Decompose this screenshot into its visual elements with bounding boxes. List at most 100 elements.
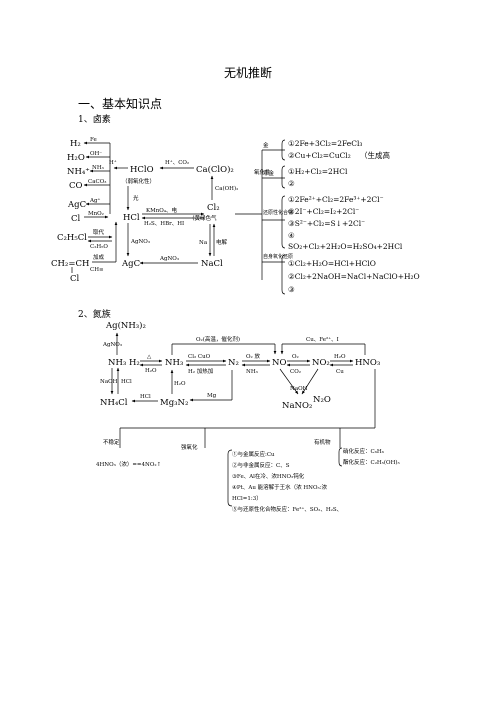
page-title: 无机推断: [223, 66, 272, 80]
ox-6: ⑤与还原性化合物反应：Fe²⁺、SO₂、H₂S、: [232, 505, 342, 513]
node-cl: Cl: [71, 214, 81, 224]
node-hclo: HClO: [130, 165, 154, 175]
node-ch2ch: CH₂=CH: [51, 259, 89, 269]
label-h2o-b: H₂O: [174, 381, 186, 387]
label-caoh2: Ca(OH)₂: [215, 185, 238, 192]
label-h2o-c: H₂O: [334, 354, 346, 360]
label-h2s: H₂S、HBr、HI: [144, 221, 184, 227]
reaction-10: ①Cl₂+H₂O=HCl+HClO: [288, 259, 376, 268]
label-caco3: CaCO₃: [88, 179, 106, 185]
label-h2-heat: H₂ 加热加: [188, 367, 213, 375]
label-addition: 加成: [93, 253, 105, 261]
label-hcl-b: HCl: [140, 394, 151, 400]
reaction-5: ①2Fe²⁺+Cl₂=2Fe³⁺+2Cl⁻: [288, 195, 384, 204]
label-mg: Mg: [207, 393, 217, 399]
node-cacio2: Ca(ClO)₂: [196, 164, 234, 175]
node-co: CO: [69, 181, 83, 191]
decomposition: 4HNO₃（浓）==4NO₂↑: [96, 460, 161, 468]
label-hcl-a: HCl: [121, 379, 132, 385]
label-cu-fe: Cu、Fe²⁺、I: [306, 336, 339, 343]
label-reducing: 还原性化合物: [263, 209, 293, 216]
label-o2-top: O₂(高温，催化剂): [196, 335, 240, 343]
label-h-co2: H⁺、CO₂: [165, 160, 189, 166]
label-instability: 不稳定: [103, 438, 120, 446]
label-o2: O₂: [292, 354, 299, 360]
reaction-7: ③S²⁻+Cl₂=S↓+2Cl⁻: [288, 219, 365, 228]
node-nh4cl: NH₄Cl: [100, 398, 128, 408]
label-agno3: AgNO₃: [102, 342, 122, 348]
ox-4: ④Pt、Au 能溶解于王水（浓 HNO₃:浓: [232, 483, 328, 491]
node-h2: H₂: [70, 139, 81, 149]
label-c2h5o: C₂H₅O: [90, 244, 108, 250]
reaction-3: ①H₂+Cl₂=2HCl: [288, 167, 348, 176]
label-oxidizing: 氧化性: [254, 168, 271, 176]
node-hno3: HNO₃: [355, 358, 380, 368]
node-nh3-h2: NH₃ H₂: [108, 358, 140, 368]
label-nh3-s: NH₃: [246, 369, 258, 375]
label-fe: Fe: [90, 137, 97, 143]
label-mno2: MnO₂: [88, 211, 104, 217]
node-cl-sub: Cl: [70, 274, 80, 284]
label-self-redox: 自身氧化还原: [263, 253, 293, 260]
ox-3: ③Fe、Al在冷、浓HNO₃钝化: [232, 472, 305, 480]
label-na: Na: [199, 240, 208, 246]
node-mg3n2: Mg₃N₂: [160, 398, 188, 408]
ox-1: ①与金属反应:Cu: [232, 450, 275, 458]
label-h2o-a: H₂O: [145, 368, 157, 374]
label-ag: Ag⁺: [89, 198, 100, 204]
node-h2o: H₂O: [67, 153, 85, 163]
reaction-9: SO₂+Cl₂+2H₂O=H₂SO₄+2HCl: [288, 242, 403, 251]
node-hcl: HCl: [123, 213, 140, 223]
reaction-2-note: （生成高: [360, 150, 390, 160]
label-hplus: H⁺: [109, 160, 117, 166]
label-naoh-b: NaOH: [290, 386, 308, 392]
label-nonmetal: 非金: [263, 169, 275, 177]
label-kmno4: KMnO₄、电: [146, 206, 177, 214]
reaction-8: ④: [288, 231, 295, 240]
reaction-12: ③: [288, 285, 295, 294]
ox-5: HCl=1:3）: [232, 495, 262, 502]
reaction-1: ①2Fe+3Cl₂=2FeCl₃: [288, 139, 362, 148]
label-naoh: NaOH: [100, 379, 118, 385]
subsection-nitrogen: 2、氮族: [78, 310, 111, 320]
label-light: 光: [133, 194, 139, 202]
node-nh3: NH₃: [165, 358, 183, 368]
node-no2: NO₂: [312, 358, 330, 368]
reaction-11: ②Cl₂+2NaOH=NaCl+NaClO+H₂O: [288, 272, 420, 281]
node-ag-nh3: Ag(NH₃)₂: [105, 320, 146, 331]
label-co2: CO₂: [290, 369, 301, 375]
section-heading: 一、基本知识点: [78, 97, 163, 111]
label-cu: Cu: [336, 369, 344, 375]
ox-2: ②与非金属反应：C、S: [232, 461, 290, 469]
subsection-halogen: 1、卤素: [78, 115, 111, 125]
node-nh4: NH₄⁺: [67, 167, 90, 177]
label-agno3-a: AgNO₃: [130, 239, 150, 245]
label-electrolysis: 电解: [216, 238, 228, 246]
label-metal: 金: [263, 141, 269, 149]
node-nano2: NaNO₂: [282, 401, 312, 411]
label-substitution: 取代: [93, 228, 105, 236]
node-agc: AgC: [67, 200, 86, 210]
node-n2o: N₂O: [313, 395, 331, 405]
label-nh3: NH₃: [92, 165, 104, 171]
label-oh: OH⁻: [90, 151, 102, 157]
node-no: NO: [272, 358, 286, 368]
org-1: 硝化反应：C₆H₆: [343, 447, 385, 455]
label-organic: 有机物: [314, 438, 331, 446]
reaction-6: ②2I⁻+Cl₂=I₂+2Cl⁻: [288, 207, 359, 216]
label-agno3-b: AgNO₃: [159, 256, 179, 262]
note-hclo: （弱氧化性）: [122, 177, 155, 185]
label-strong-ox: 强氧化: [181, 443, 198, 451]
reaction-2: ②Cu+Cl₂=CuCl₂: [288, 151, 351, 160]
node-n2: N₂: [228, 358, 239, 368]
label-ch-triple: CH≡: [90, 267, 104, 273]
org-2: 酯化反应：C₂H₅(OH)₃: [343, 458, 400, 466]
label-delta: △: [147, 354, 152, 360]
label-cl2-cuo: Cl₂ CuO: [188, 354, 211, 360]
node-agcl: AgC: [121, 259, 140, 269]
label-o2-disc: O₂ 放: [246, 352, 260, 360]
reaction-4: ②: [288, 179, 295, 188]
node-cl2: Cl₂: [207, 203, 220, 213]
node-c2h5cl: C₂H₅Cl: [57, 233, 87, 243]
